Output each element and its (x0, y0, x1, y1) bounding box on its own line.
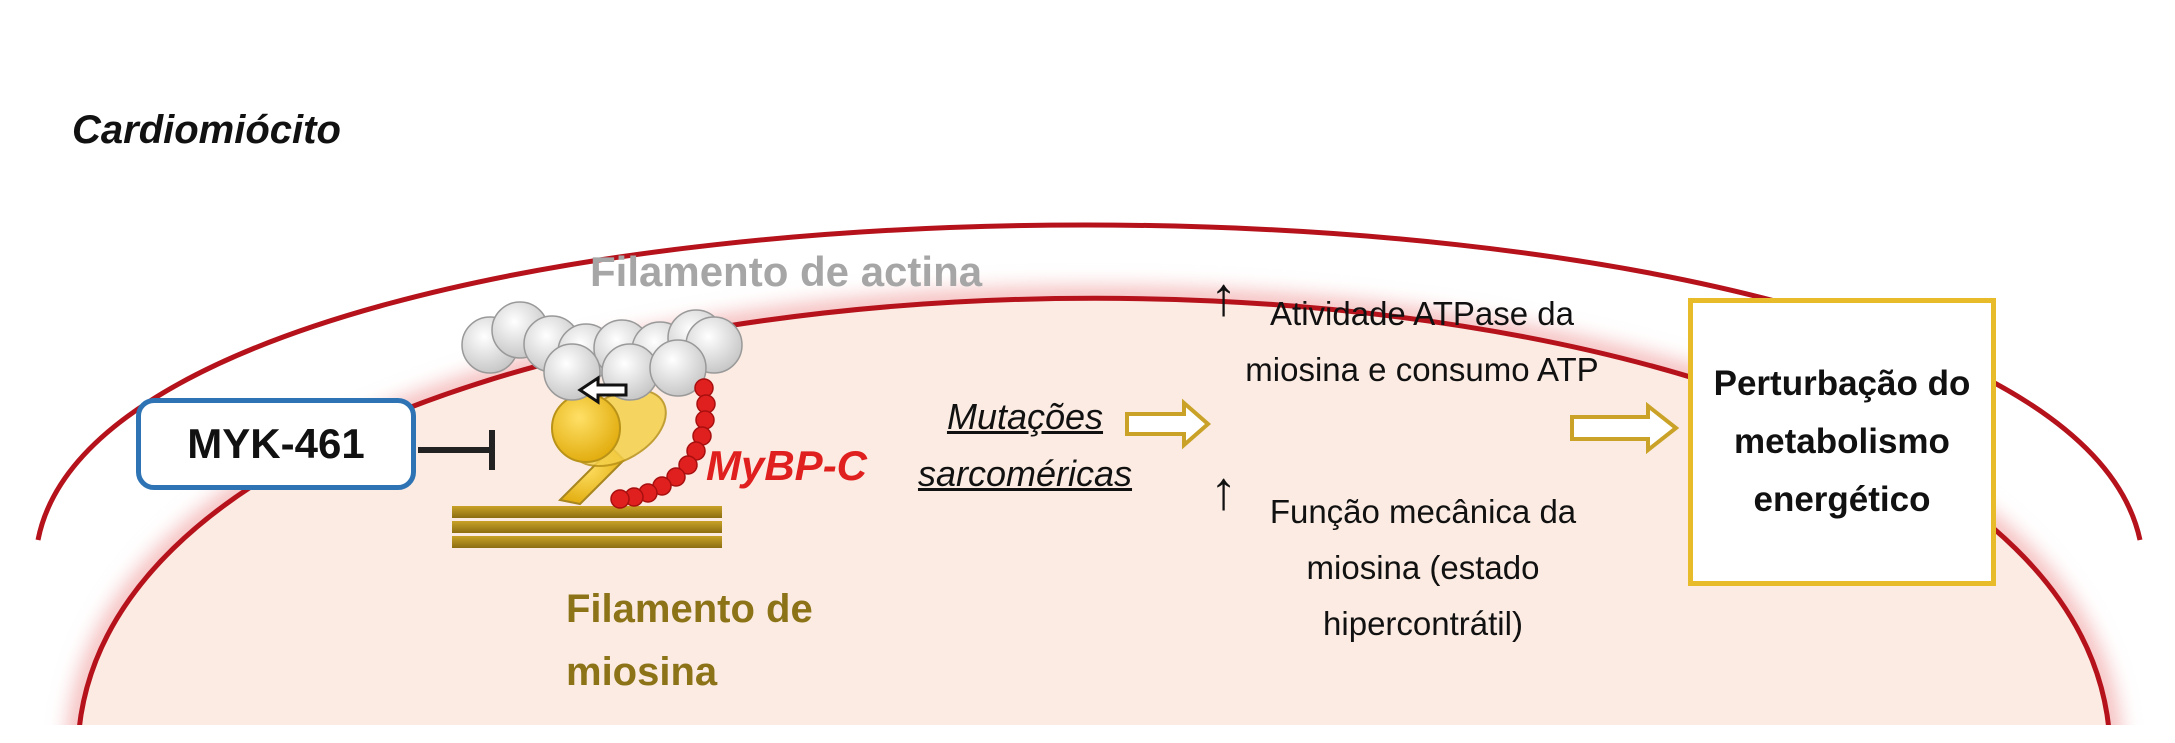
myosin-head (551, 389, 667, 506)
arrow-mutations-to-effects (1125, 398, 1212, 450)
effect-mechanical-function: Função mecânica da miosina (estado hiper… (1269, 493, 1577, 642)
effect-atpase-activity: Atividade ATPase da miosina e consumo AT… (1245, 295, 1599, 388)
increase-arrow-icon: ↑ (1210, 461, 1237, 521)
inhibition-symbol (418, 430, 495, 470)
increase-arrow-icon: ↑ (1210, 267, 1237, 327)
mybpc-chain (610, 378, 716, 509)
mutations-label: Mutações sarcoméricas (880, 388, 1170, 502)
myosin-label-line1: Filamento de (566, 587, 813, 631)
actin-filament-label: Filamento de actina (590, 248, 983, 295)
myosin-filament-label: Filamento de miosina (566, 578, 813, 704)
bottom-mask (0, 725, 2175, 743)
actin-movement-arrow-icon (577, 375, 628, 405)
drug-box: MYK-461 (136, 398, 416, 490)
cell-label: Cardiomiócito (72, 108, 341, 152)
myosin-label-line2: miosina (566, 650, 718, 694)
drug-label: MYK-461 (187, 420, 365, 467)
mutations-line1: Mutações (946, 396, 1104, 437)
result-box: Perturbação do metabolismo energético (1688, 298, 1996, 586)
mutations-line2: sarcoméricas (917, 453, 1133, 494)
myosin-filament (452, 506, 722, 548)
mybpc-label: MyBP-C (706, 442, 868, 489)
result-text: Perturbação do metabolismo energético (1713, 364, 1971, 519)
arrow-effects-to-result (1570, 401, 1680, 455)
